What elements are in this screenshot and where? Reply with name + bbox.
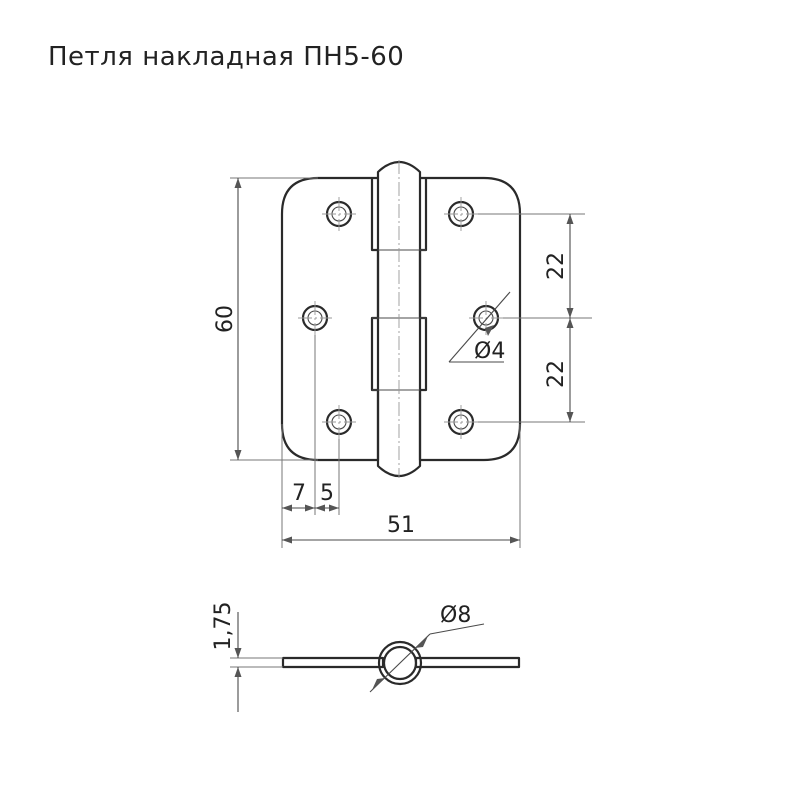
dimension-offset-edge-label: 7 bbox=[292, 481, 306, 506]
screw-hole bbox=[322, 405, 356, 439]
dimension-width-label: 51 bbox=[387, 513, 415, 538]
drawing-title: Петля накладная ПН5-60 bbox=[48, 42, 405, 72]
side-left-leaf bbox=[281, 656, 385, 669]
dimension-thickness-label: 1,75 bbox=[211, 602, 236, 651]
dimension-width: 51 bbox=[282, 424, 521, 548]
side-knuckle-inner bbox=[382, 645, 418, 681]
dimension-height-label: 60 bbox=[213, 305, 238, 333]
hinge-front-view bbox=[280, 160, 522, 478]
screw-hole bbox=[322, 197, 356, 231]
screw-hole bbox=[444, 197, 478, 231]
dimension-spacing-lower-label: 22 bbox=[544, 360, 569, 388]
dimension-hole-diameter-label: Ø4 bbox=[474, 339, 505, 364]
side-knuckle-outer bbox=[377, 640, 423, 686]
right-leaf bbox=[418, 176, 522, 462]
screw-hole bbox=[444, 405, 478, 439]
dimension-thickness: 1,75 bbox=[211, 602, 283, 712]
knuckle bbox=[376, 160, 422, 478]
screw-hole bbox=[298, 301, 332, 335]
dimension-height: 60 bbox=[213, 177, 318, 461]
dimension-offsets: 7 5 bbox=[281, 335, 340, 548]
hinge-side-view bbox=[281, 640, 521, 686]
dimension-offset-hole-label: 5 bbox=[320, 481, 334, 506]
dimension-knuckle-diameter-label: Ø8 bbox=[440, 603, 471, 628]
dimension-hole-spacing: 22 22 bbox=[478, 213, 592, 423]
dimension-knuckle-diameter: Ø8 bbox=[369, 603, 485, 693]
dimension-hole-diameter: Ø4 bbox=[448, 291, 511, 364]
side-right-leaf bbox=[414, 656, 521, 669]
dimension-spacing-upper-label: 22 bbox=[544, 252, 569, 280]
